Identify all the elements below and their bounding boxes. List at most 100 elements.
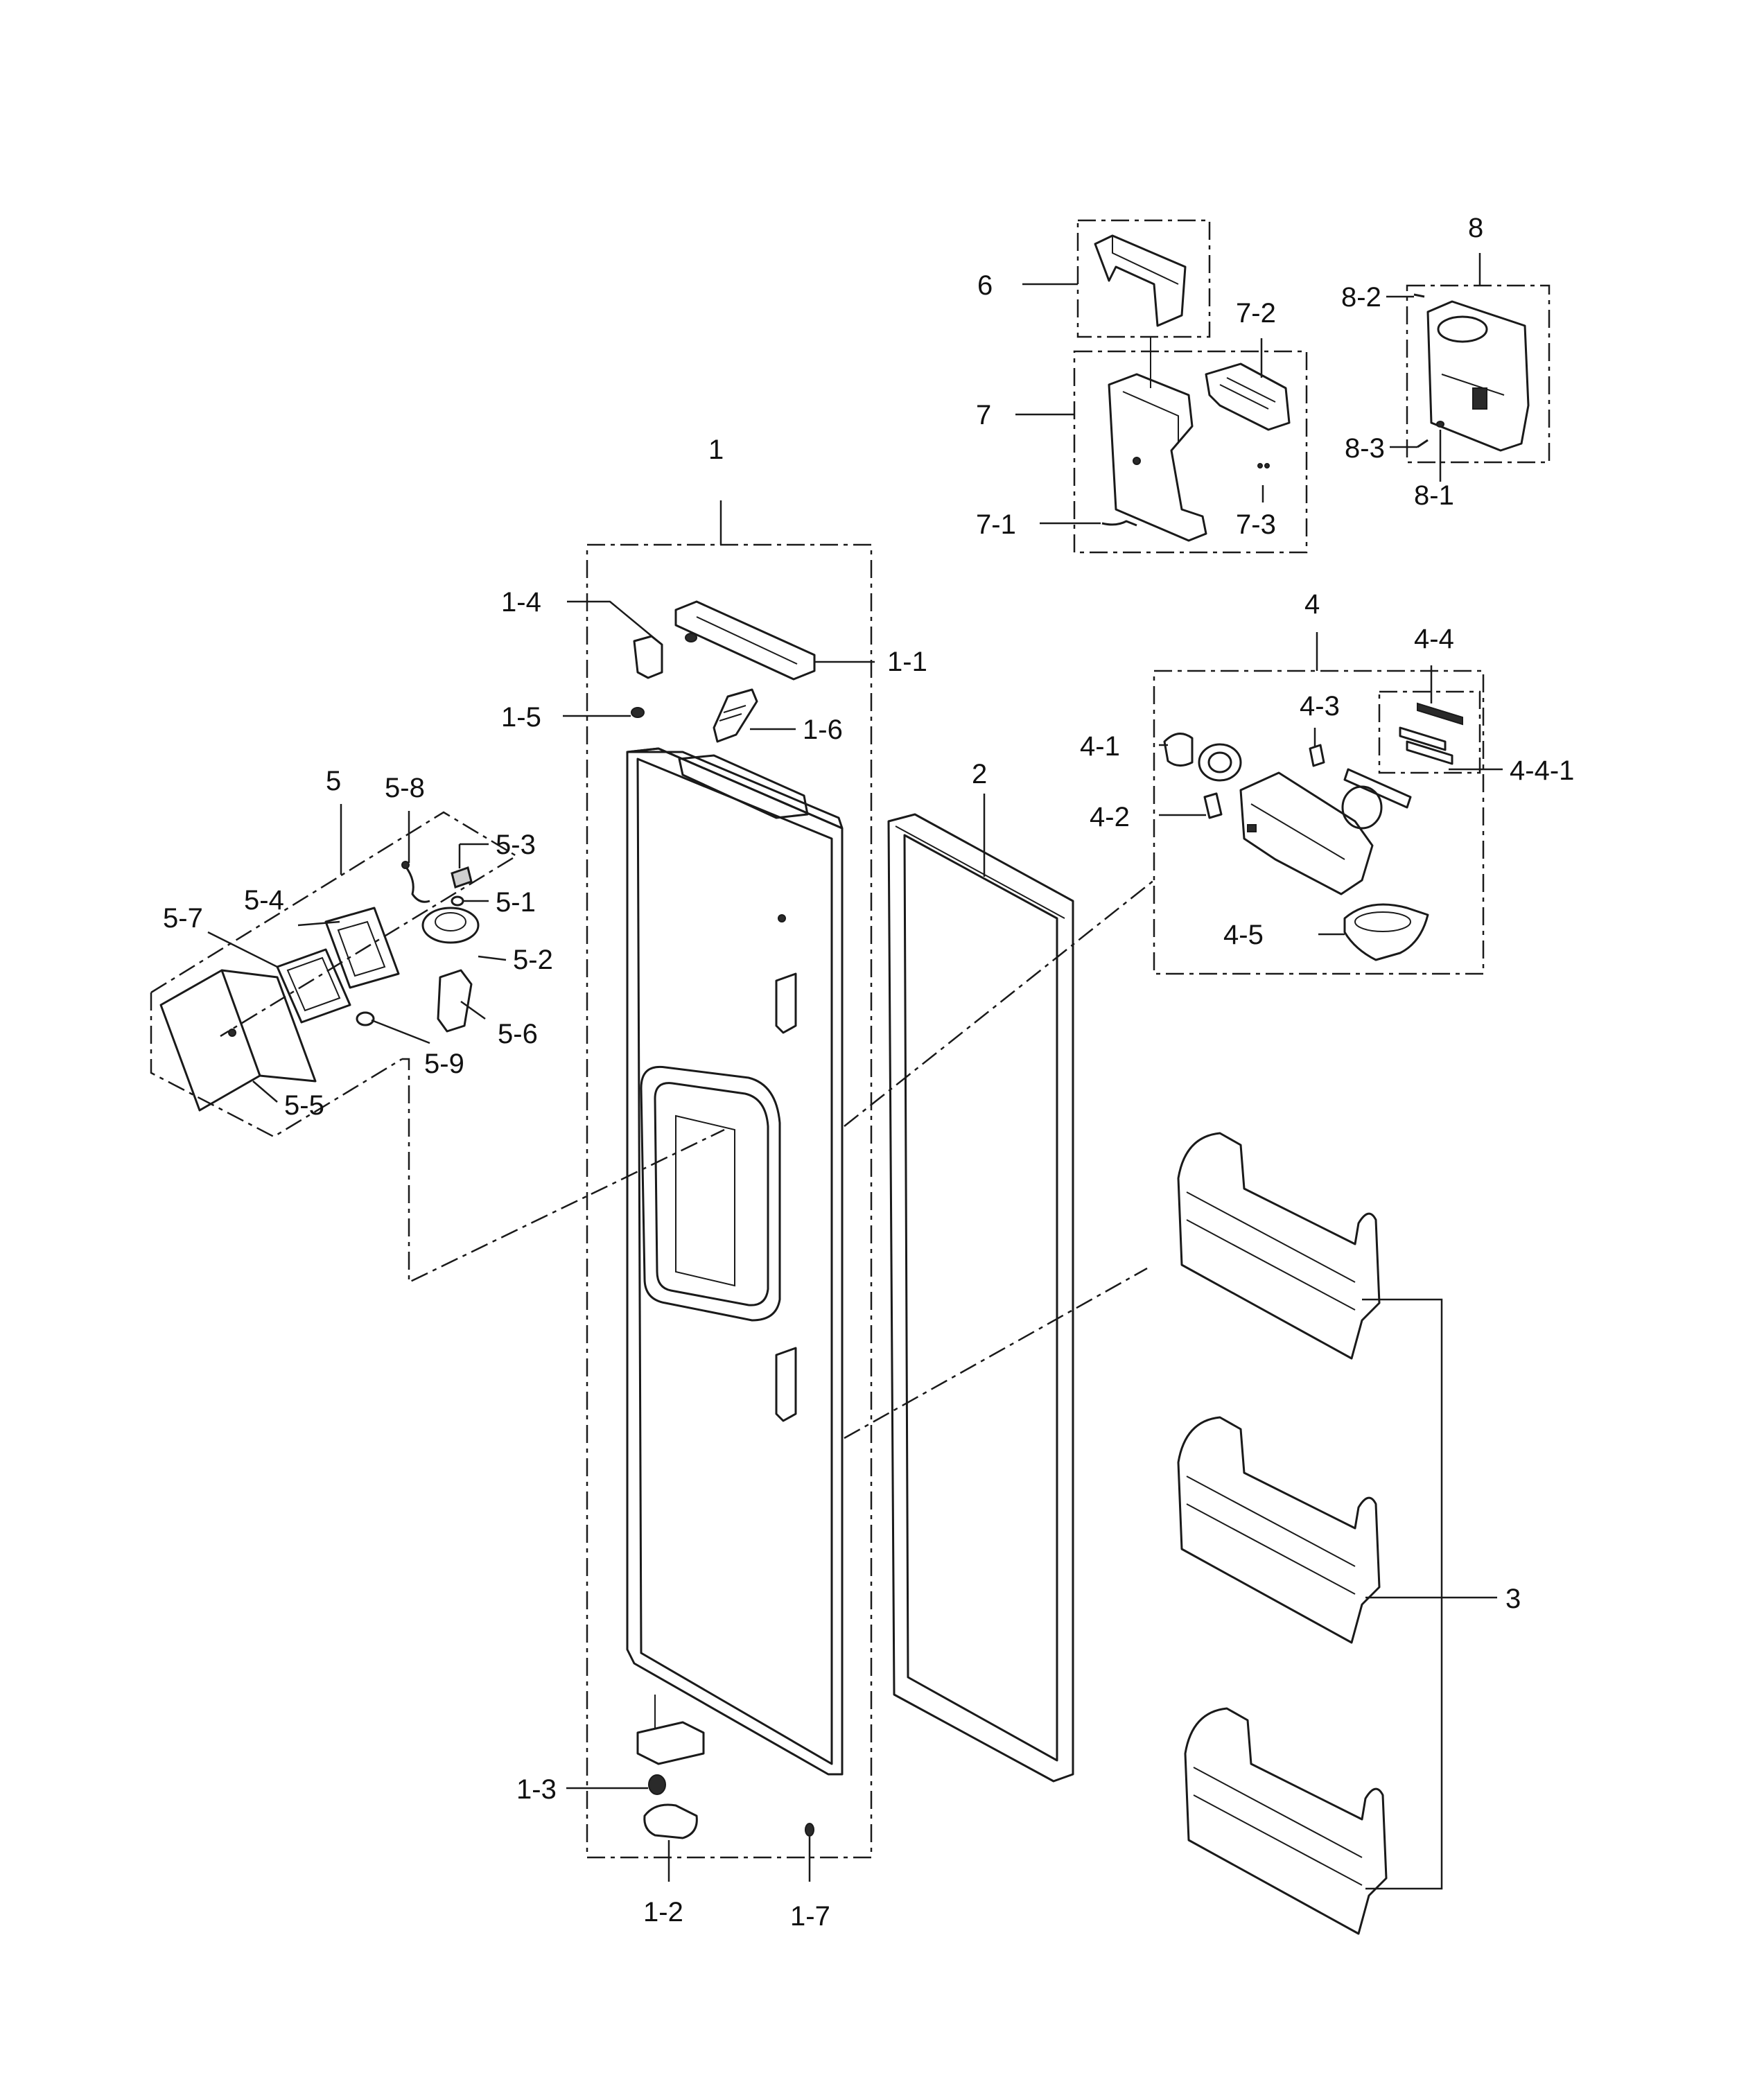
part-5-3-sensor [451, 866, 473, 889]
part-5-2-lamp [421, 907, 480, 944]
ice-maker-body-edge [1122, 391, 1179, 444]
part-4-5-chute-cup [1343, 903, 1429, 961]
label-4-4: 4-4 [1414, 624, 1454, 654]
part-7-2-motor [1205, 362, 1291, 431]
part-5-9-cap [356, 1011, 375, 1026]
label-5-4: 5-4 [244, 885, 284, 916]
part-1-6-coil-b [723, 705, 746, 713]
dispenser-back [675, 1114, 735, 1287]
part-5-6-lever [437, 969, 473, 1033]
part-1-1-edge [696, 616, 798, 665]
group-6-box [1076, 219, 1211, 338]
group-5-dispenser-panel: 5 5-8 5-3 5-1 5-4 5-7 5-2 5-6 5-9 5-5 [150, 766, 553, 1138]
centerline-door-to-bins [844, 1267, 1148, 1440]
part-8-bucket [1426, 300, 1530, 452]
part-4-5-rim [1354, 911, 1411, 932]
leader-1-4 [567, 600, 663, 645]
door-bin-middle [1177, 1416, 1381, 1644]
label-8-3: 8-3 [1345, 433, 1385, 464]
label-5-7: 5-7 [163, 903, 203, 934]
part-5-8-wire [404, 866, 430, 903]
door-bin-bottom [1184, 1707, 1388, 1935]
part-8-bucket-rib [1441, 374, 1505, 396]
part-1-6-coil-a [719, 713, 742, 721]
label-1: 1 [708, 435, 724, 465]
part-4-3-clip [1309, 744, 1325, 767]
door-screw-mark [778, 914, 786, 922]
label-8: 8 [1468, 213, 1483, 243]
part-8-3-spring [1417, 439, 1429, 448]
leader-5-4 [297, 920, 340, 927]
label-5-8: 5-8 [385, 773, 425, 803]
part-5-5-side [221, 969, 317, 1083]
bin-2-body [1177, 1416, 1381, 1644]
part-7-1-harness [1101, 520, 1137, 527]
label-5-5: 5-5 [284, 1090, 324, 1121]
part-2-gasket-outer [887, 813, 1074, 1783]
part-7-3-screw-a [1257, 463, 1263, 469]
label-7: 7 [976, 400, 991, 430]
label-7-2: 7-2 [1236, 298, 1276, 329]
label-1-1: 1-1 [887, 647, 927, 677]
group-1-door-assembly: 1 1-4 1-1 1-5 1-6 1-3 1-2 1-7 [501, 435, 927, 1932]
label-7-3: 7-3 [1236, 509, 1276, 540]
part-1-2-lower-hinge [643, 1803, 698, 1839]
leader-5-7 [207, 931, 278, 968]
group-2-gasket: 2 [887, 759, 1074, 1783]
bin-1-ribs [1186, 1191, 1356, 1311]
label-6: 6 [977, 270, 993, 301]
bin-1-body [1177, 1132, 1381, 1360]
group-5-bottom-edge [150, 992, 403, 1138]
group-1-box [586, 543, 873, 1859]
group-4-4-box [1378, 690, 1481, 774]
chute-round-cap [1341, 785, 1383, 830]
part-4-4-spring-b [1399, 726, 1447, 751]
ice-maker-body [1108, 373, 1207, 542]
part-1-5-cap [631, 707, 645, 718]
group-5-top-edge [150, 811, 518, 1038]
bin-2-ribs [1186, 1476, 1356, 1595]
label-8-1: 8-1 [1414, 480, 1454, 511]
door-side-clip-upper [775, 972, 797, 1034]
part-5-4-frame-window [337, 920, 386, 977]
part-4-1-cap [1163, 733, 1194, 767]
group-8-bucket-assembly: 8 8-2 8-3 8-1 [1341, 213, 1551, 511]
part-5-5-front-cover [159, 969, 261, 1112]
part-8-2-screw [1413, 293, 1425, 298]
label-8-2: 8-2 [1341, 282, 1381, 313]
dispenser-recess [640, 1065, 781, 1322]
part-7-2-motor-ribs [1219, 377, 1276, 410]
label-5-9: 5-9 [424, 1049, 464, 1079]
bin-3-body [1184, 1707, 1388, 1935]
chute-housing [1239, 771, 1374, 895]
centerline-panel-to-door [402, 1058, 725, 1284]
door-bin-top [1177, 1132, 1381, 1360]
part-1-4-hinge [633, 635, 663, 679]
leader-5-9 [371, 1019, 430, 1044]
group-8-box [1406, 284, 1551, 464]
leader-5-6 [460, 1000, 486, 1020]
part-5-8-connector [401, 861, 410, 869]
group-4-ice-chute: 4 4-1 4-2 4-3 4-4 4-4-1 4-5 [1080, 589, 1574, 975]
group-7-box [1073, 350, 1308, 554]
label-1-7: 1-7 [790, 1901, 830, 1932]
label-5-6: 5-6 [498, 1019, 538, 1049]
part-1-1-top-cover [674, 600, 816, 681]
label-4-2: 4-2 [1090, 802, 1130, 832]
lower-hinge-bracket [636, 1721, 705, 1765]
part-6-cover [1094, 234, 1187, 327]
label-1-6: 1-6 [803, 715, 843, 745]
bin-bracket [1362, 1298, 1443, 1890]
part-5-2-lamp-inner [435, 912, 466, 931]
door-top-recess [678, 754, 809, 819]
part-4-2-bracket [1203, 792, 1223, 819]
part-4-4-spring-a [1417, 702, 1463, 726]
part-1-4-bushing [685, 633, 697, 642]
part-4-4-spring-c [1406, 740, 1453, 765]
label-5-1: 5-1 [496, 887, 536, 918]
label-4-4-1: 4-4-1 [1510, 755, 1574, 786]
part-5-5-indicator [228, 1029, 236, 1037]
label-2: 2 [972, 759, 987, 789]
